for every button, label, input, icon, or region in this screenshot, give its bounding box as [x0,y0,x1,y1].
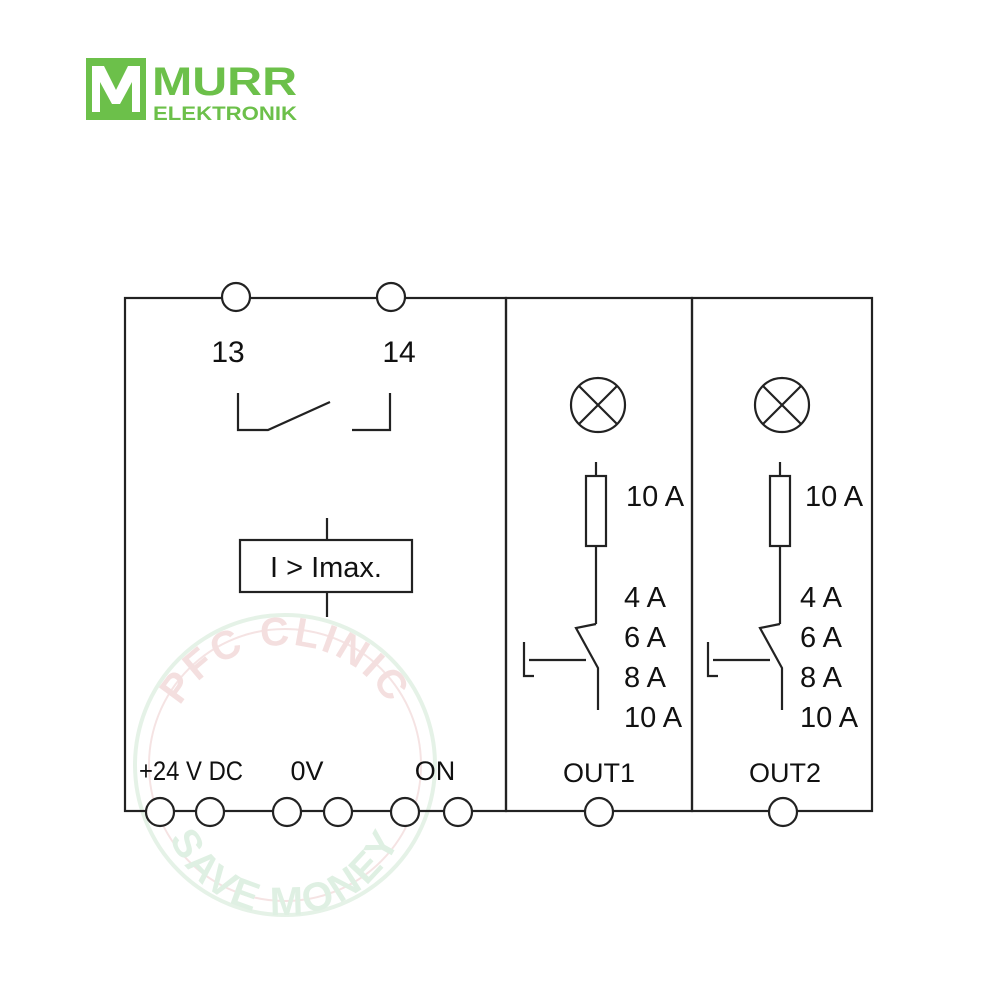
logo-line1: MURR [152,60,297,104]
out2-setting-8a: 8 A [800,662,843,694]
terminal-on-b [442,796,474,828]
terminal-24vdc-a [144,796,176,828]
terminal-out1 [583,796,615,828]
out2-setting-4a: 4 A [800,582,843,614]
current-limit-label: I > Imax. [270,552,382,584]
out1-fuse-symbol [584,462,608,624]
relay-contact-symbol [236,393,392,432]
terminal-13-label: 13 [211,336,244,369]
terminal-0v-a [271,796,303,828]
terminal-0v-b [322,796,354,828]
on-terminal-label: ON [415,756,456,786]
supply-terminal-label: +24 V DC [139,756,243,786]
out1-fuse-rating-label: 10 A [626,481,685,513]
out2-fuse-rating-label: 10 A [805,481,864,513]
out2-setting-6a: 6 A [800,622,843,654]
ground-terminal-label: 0V [290,756,323,786]
out1-breaker-symbol [522,622,600,710]
out1-module-frame [504,296,694,813]
terminal-13 [220,281,252,313]
out1-setting-6a: 6 A [624,622,667,654]
terminal-24vdc-b [194,796,226,828]
current-limiter-symbol [238,518,414,617]
terminal-14 [375,281,407,313]
terminal-on-a [389,796,421,828]
out1-lamp-icon [569,376,627,434]
watermark-text-bottom: SAVE MONEY [161,821,409,924]
murr-logo: MURR ELEKTRONIK [86,58,297,125]
out2-breaker-symbol [706,622,784,710]
terminal-out2 [767,796,799,828]
out2-module-frame [690,296,874,813]
watermark-text-top: PFC CLINIC [151,609,418,711]
out1-setting-8a: 8 A [624,662,667,694]
logo-line2: ELEKTRONIK [153,104,297,125]
out1-setting-4a: 4 A [624,582,667,614]
out2-lamp-icon [753,376,811,434]
logo-mark-glyph [92,66,140,112]
out2-fuse-symbol [768,462,792,624]
out2-output-label: OUT2 [749,758,821,788]
out1-setting-10a: 10 A [624,702,683,734]
out2-setting-10a: 10 A [800,702,859,734]
out1-output-label: OUT1 [563,758,635,788]
terminal-14-label: 14 [382,336,415,369]
